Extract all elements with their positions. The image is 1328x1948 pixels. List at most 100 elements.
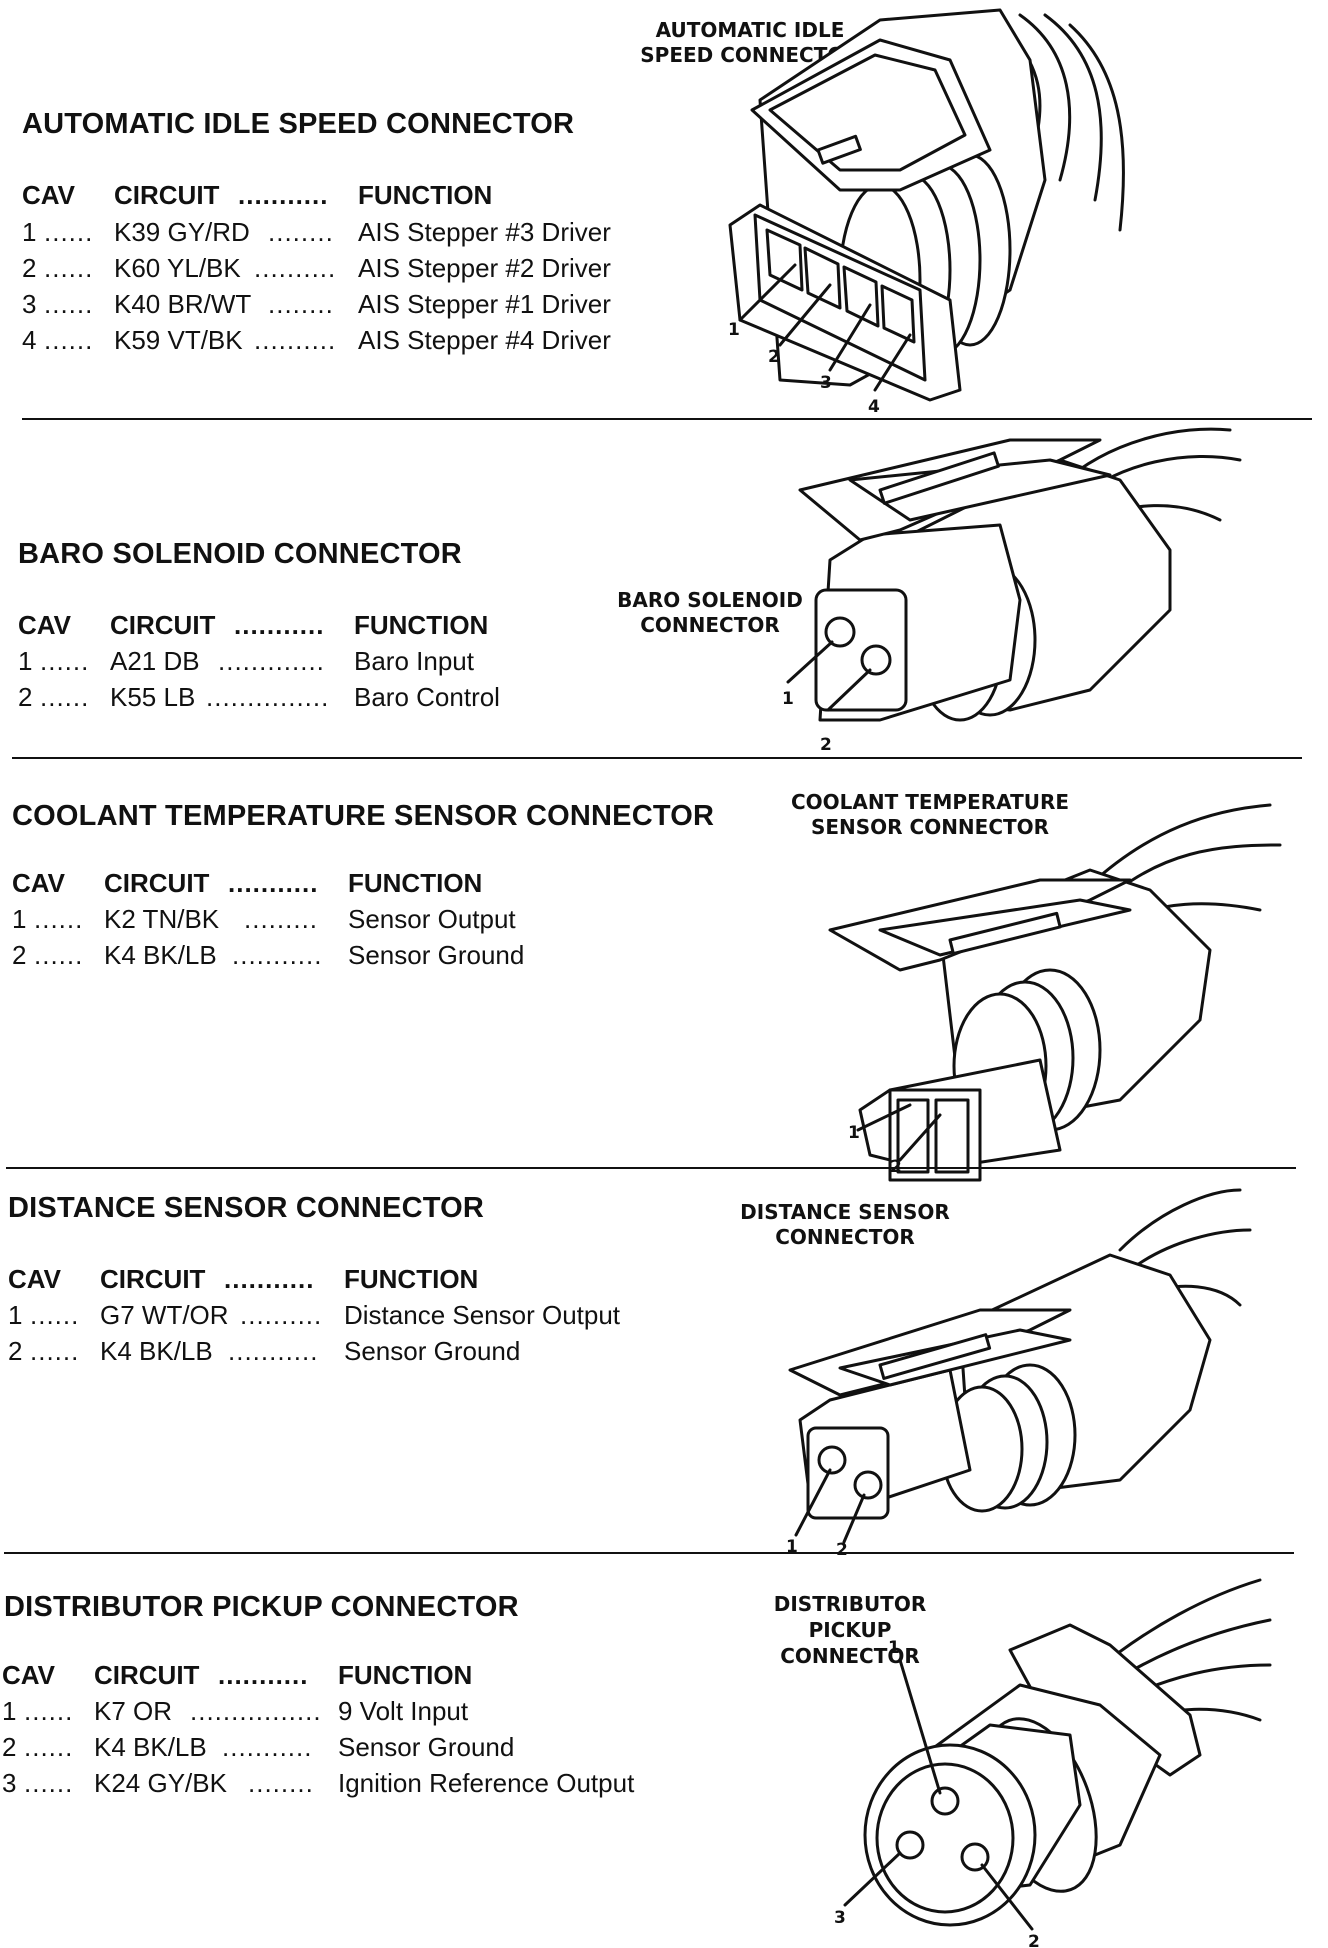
pin-label: 1 [782, 689, 794, 709]
leader-dots: ......... [244, 904, 319, 934]
leader-dots: ...... [30, 1300, 80, 1330]
coolant-connector-section: COOLANT TEMPERATURE SENSOR CONNECTOR CAV… [0, 760, 1328, 1182]
circuit-value: K4 BK/LB [94, 1732, 207, 1762]
function-header: FUNCTION [354, 610, 489, 640]
function-value: Sensor Output [348, 904, 516, 934]
connector-callout: COOLANT TEMPERATURE SENSOR CONNECTOR [790, 790, 1070, 839]
cav-header: CAV [12, 868, 65, 898]
ais-connector-illustration: 1 2 3 4 [728, 8, 1125, 417]
leader-dots: ...... [24, 1732, 74, 1762]
connector-callout: DISTRIBUTOR PICKUP CONNECTOR [773, 1592, 927, 1668]
cav-value: 2 [8, 1336, 23, 1366]
distance-connector-section: DISTANCE SENSOR CONNECTOR CAV CIRCUIT ..… [0, 1170, 1328, 1560]
function-value: Baro Control [354, 682, 500, 712]
leader-dots: ...... [40, 646, 90, 676]
function-header: FUNCTION [358, 180, 493, 210]
cav-value: 1 [8, 1300, 23, 1330]
leader-dots: ...... [44, 289, 94, 319]
ais-connector-section: AUTOMATIC IDLE SPEED CONNECTOR CAV CIRCU… [0, 0, 1328, 420]
leader-dots: ........... [222, 1732, 313, 1762]
leader-dots: ...... [44, 217, 94, 247]
distributor-connector-section: DISTRIBUTOR PICKUP CONNECTOR CAV CIRCUIT… [0, 1555, 1328, 1948]
cav-value: 2 [12, 940, 27, 970]
circuit-header: CIRCUIT [114, 180, 220, 210]
cav-value: 1 [18, 646, 33, 676]
circuit-value: G7 WT/OR [100, 1300, 229, 1330]
cav-value: 2 [2, 1732, 17, 1762]
cav-value: 3 [2, 1768, 17, 1798]
section-divider [4, 1552, 1294, 1554]
baro-connector-illustration: 1 2 [782, 427, 1242, 755]
circuit-value: K4 BK/LB [104, 940, 217, 970]
pin-label: 2 [768, 347, 780, 367]
leader-dots: ...... [34, 904, 84, 934]
function-value: Sensor Ground [338, 1732, 515, 1762]
leader-dots: ........... [232, 940, 323, 970]
circuit-value: K2 TN/BK [104, 904, 220, 934]
function-value: AIS Stepper #4 Driver [358, 325, 611, 355]
leader-dots: ............... [206, 682, 330, 712]
function-value: Distance Sensor Output [344, 1300, 621, 1330]
section-divider [22, 418, 1312, 420]
cav-value: 2 [22, 253, 37, 283]
leader-dots: ............. [218, 646, 325, 676]
circuit-value: A21 DB [110, 646, 200, 676]
leader-dots: ...... [34, 940, 84, 970]
function-value: Sensor Ground [348, 940, 525, 970]
pin-label: 3 [820, 373, 832, 393]
connector-callout: DISTANCE SENSOR CONNECTOR [740, 1200, 950, 1249]
circuit-value: K39 GY/RD [114, 217, 250, 247]
function-value: AIS Stepper #2 Driver [358, 253, 611, 283]
section-title: AUTOMATIC IDLE SPEED CONNECTOR [22, 108, 575, 140]
function-header: FUNCTION [348, 868, 483, 898]
section-title: COOLANT TEMPERATURE SENSOR CONNECTOR [12, 800, 715, 832]
leader-dots: ...... [24, 1696, 74, 1726]
function-value: Baro Input [354, 646, 474, 676]
function-value: Sensor Ground [344, 1336, 521, 1366]
circuit-value: K40 BR/WT [114, 289, 252, 319]
coolant-connector-illustration: 1 2 [828, 803, 1282, 1182]
leader-dots: .......... [254, 325, 337, 355]
circuit-value: K59 VT/BK [114, 325, 243, 355]
circuit-value: K60 YL/BK [114, 253, 241, 283]
pin-label: 2 [1028, 1932, 1040, 1948]
leader-dots: ...... [44, 325, 94, 355]
leader-dots: ........... [228, 1336, 319, 1366]
circuit-value: K7 OR [94, 1696, 173, 1726]
circuit-value: K24 GY/BK [94, 1768, 227, 1798]
leader-dots: ...... [30, 1336, 80, 1366]
function-value: AIS Stepper #3 Driver [358, 217, 611, 247]
cav-value: 1 [2, 1696, 17, 1726]
cav-value: 1 [12, 904, 27, 934]
cav-value: 3 [22, 289, 37, 319]
leader-dots: ........ [268, 217, 334, 247]
pin-label: 1 [786, 1537, 798, 1557]
cav-header: CAV [18, 610, 71, 640]
circuit-header: CIRCUIT [94, 1660, 200, 1690]
leader-dots: .......... [254, 253, 337, 283]
pin-label: 1 [848, 1123, 860, 1143]
header-dots: ........... [224, 1264, 315, 1294]
cav-header: CAV [8, 1264, 61, 1294]
pin-label: 2 [836, 1540, 848, 1560]
section-title: DISTANCE SENSOR CONNECTOR [8, 1192, 485, 1224]
connector-callout: BARO SOLENOID CONNECTOR [617, 588, 803, 637]
section-title: DISTRIBUTOR PICKUP CONNECTOR [4, 1591, 519, 1623]
cav-value: 1 [22, 217, 37, 247]
cav-header: CAV [2, 1660, 55, 1690]
circuit-header: CIRCUIT [100, 1264, 206, 1294]
cav-header: CAV [22, 180, 75, 210]
distance-connector-illustration: 1 2 [786, 1188, 1252, 1560]
header-dots: ........... [228, 868, 319, 898]
section-title: BARO SOLENOID CONNECTOR [18, 538, 462, 570]
function-value: 9 Volt Input [338, 1696, 469, 1726]
leader-dots: ................ [190, 1696, 322, 1726]
leader-dots: ........ [268, 289, 334, 319]
function-value: AIS Stepper #1 Driver [358, 289, 611, 319]
leader-dots: ........ [248, 1768, 314, 1798]
circuit-value: K55 LB [110, 682, 196, 712]
function-header: FUNCTION [344, 1264, 479, 1294]
function-value: Ignition Reference Output [338, 1768, 635, 1798]
pin-label: 3 [834, 1908, 846, 1928]
pin-label: 2 [820, 735, 832, 755]
